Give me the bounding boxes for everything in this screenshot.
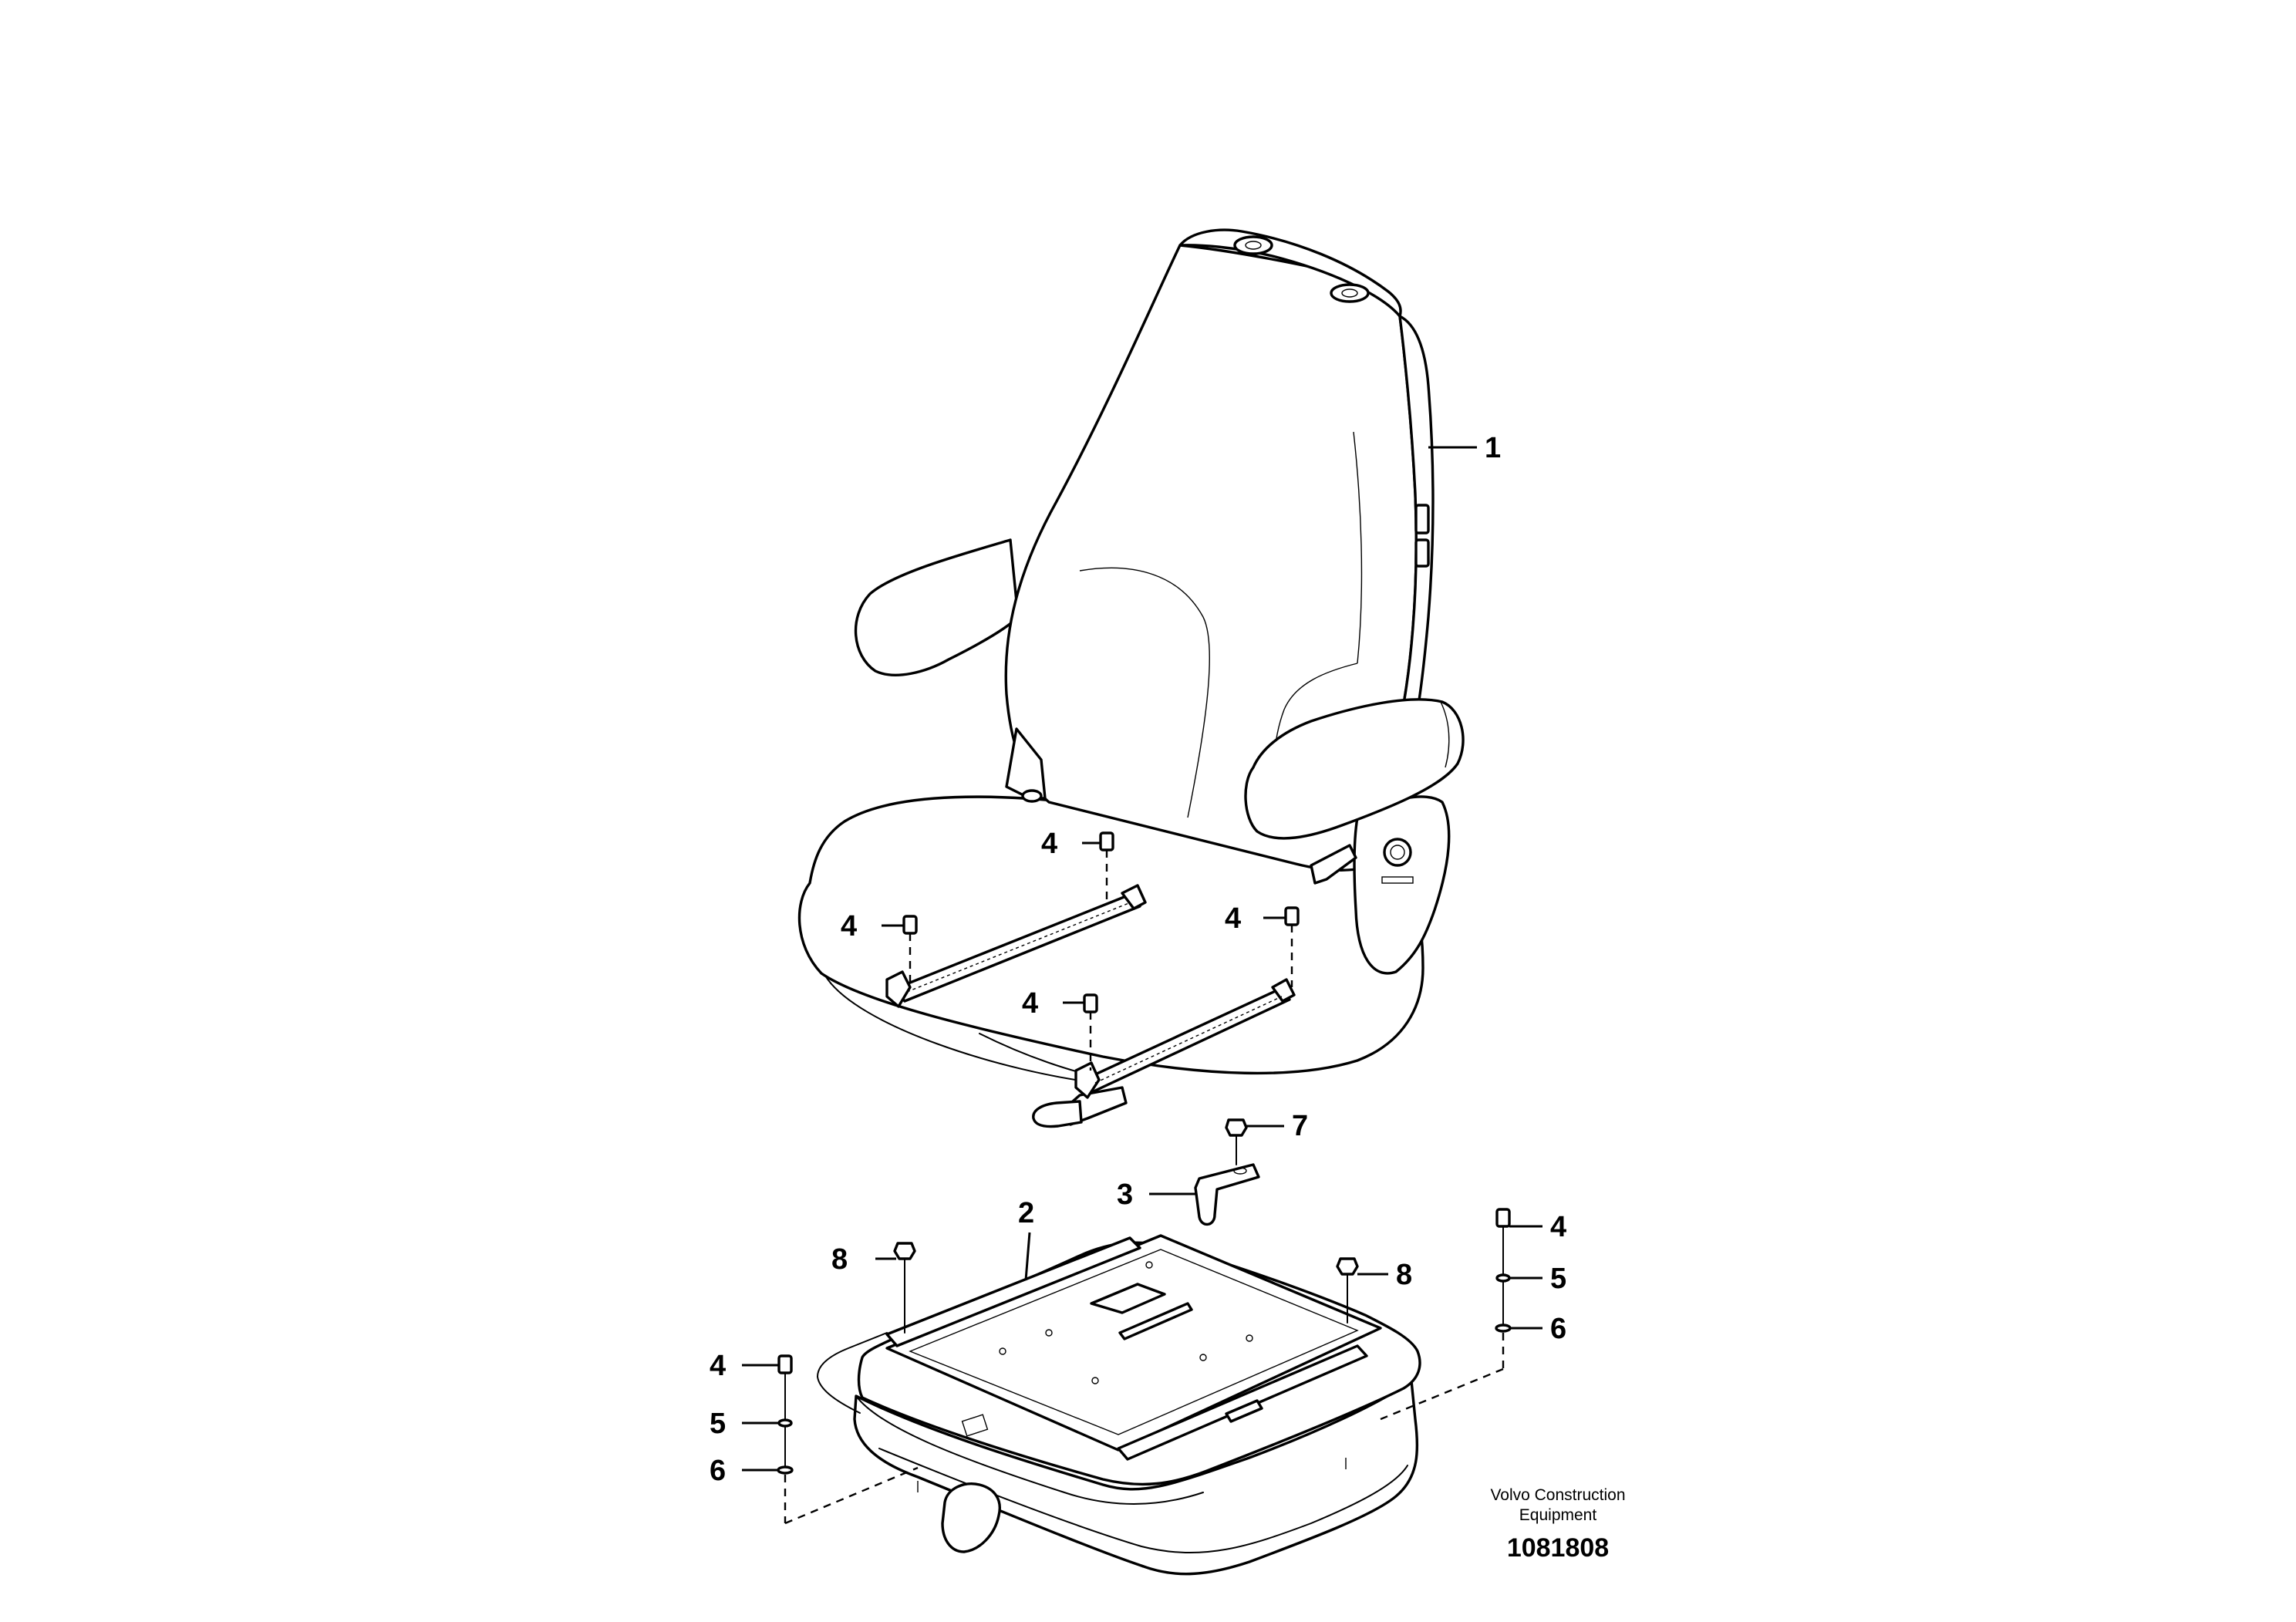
rail-front-bracket (885, 970, 912, 1008)
plate-hole (1091, 1377, 1099, 1384)
callout-5: 5 (1550, 1263, 1566, 1295)
callout-6: 6 (1550, 1313, 1566, 1345)
callout-6: 6 (710, 1455, 726, 1487)
plate-slot (1118, 1302, 1193, 1340)
plate-hole (999, 1347, 1006, 1355)
recline-switch-top (1414, 504, 1430, 534)
right-armrest-end (1440, 701, 1450, 768)
rail-rear-bracket (1121, 884, 1147, 910)
brand-line-1: Volvo Construction (1490, 1486, 1625, 1504)
front-tube-top (817, 1332, 888, 1378)
brand-line-2: Equipment (1519, 1506, 1597, 1524)
base-housing (853, 1379, 1419, 1576)
fastener-stack-left (777, 1354, 919, 1525)
stack-ring-left (777, 1465, 794, 1475)
bracket-part-3 (1194, 1163, 1260, 1226)
rail-screw-rear-right (1284, 906, 1300, 926)
left-armrest (854, 538, 1020, 676)
bracket-hole (1233, 1167, 1247, 1175)
leader-2 (1024, 1232, 1031, 1281)
rail-rear-bracket-right (1271, 978, 1296, 1003)
right-armrest (1244, 698, 1465, 840)
seat-side-shell (1353, 795, 1451, 975)
headrest-hole-right (1341, 288, 1358, 298)
fastener-stack-right (1380, 1208, 1512, 1421)
headrest-hole-left (1245, 241, 1262, 250)
callout-5: 5 (710, 1408, 726, 1440)
stack-ring-right (1495, 1324, 1512, 1333)
callout-4: 4 (1225, 902, 1241, 935)
plate-hole (1246, 1334, 1253, 1342)
stack-washer-left (777, 1418, 793, 1428)
rail-front-bracket-right (1074, 1061, 1101, 1099)
callout-4: 4 (1550, 1211, 1566, 1243)
stack-screw-right (1495, 1208, 1511, 1228)
callout-labels: 1 4 4 4 4 7 3 2 8 8 4 5 6 4 5 6 (710, 432, 1566, 1487)
right-slide-rail (1074, 978, 1296, 1099)
callout-7: 7 (1292, 1110, 1308, 1142)
callout-4: 4 (841, 910, 857, 943)
base-screw-left (893, 1242, 916, 1260)
callout-4: 4 (710, 1350, 726, 1382)
callout-4: 4 (1022, 987, 1038, 1020)
plate-hole (1045, 1329, 1053, 1337)
plate-cutout (1090, 1283, 1166, 1314)
warning-label (961, 1414, 989, 1437)
rail-screw-rear-left (1099, 831, 1114, 851)
front-tube-bottom (817, 1376, 861, 1414)
backrest-seam (1353, 431, 1363, 664)
top-plate-inner (909, 1249, 1359, 1435)
suspension-base (817, 1234, 1421, 1576)
callout-4: 4 (1041, 828, 1057, 860)
stack-dash-to-base-left (784, 1466, 919, 1525)
base-left-rail (885, 1236, 1141, 1347)
callout-3: 3 (1117, 1179, 1133, 1211)
plate-hole (1145, 1261, 1153, 1269)
housing-upper-seam (855, 1395, 1204, 1505)
height-knob (941, 1482, 1001, 1553)
callout-1: 1 (1485, 432, 1501, 464)
rail-screw-front-left (902, 915, 918, 935)
stack-washer-right (1495, 1273, 1511, 1283)
seat-assembly (797, 228, 1465, 1128)
footer-block: Volvo Construction Equipment 1081808 (1490, 1486, 1625, 1563)
callout-8: 8 (831, 1243, 848, 1276)
base-right-rail (1117, 1344, 1368, 1461)
rail-screw-front-right (1083, 993, 1098, 1013)
callout-8: 8 (1396, 1259, 1412, 1291)
recline-switch-bottom (1414, 538, 1430, 568)
base-screws (893, 1242, 1359, 1334)
base-screw-right (1336, 1257, 1359, 1276)
seat-lever (1310, 844, 1357, 885)
rail-screws (902, 831, 1300, 1071)
document-number: 1081808 (1507, 1533, 1609, 1563)
plate-hole (1199, 1354, 1207, 1361)
stack-screw-left (777, 1354, 793, 1374)
adjustment-knob-center (1390, 845, 1405, 860)
leader-lines (742, 446, 1542, 1472)
side-label-plate (1381, 876, 1414, 884)
headrest-socket-right (1330, 283, 1370, 303)
rail-lock-handle (1225, 1399, 1263, 1423)
cushion-underside (824, 975, 1104, 1084)
headrest-socket-left (1233, 235, 1273, 255)
slide-handle-grip (1032, 1100, 1083, 1128)
callout-2: 2 (1018, 1197, 1034, 1229)
backrest-pivot (1021, 789, 1043, 803)
left-slide-rail (885, 884, 1147, 1008)
screw-part-7 (1225, 1118, 1248, 1165)
backrest-contour-left (1079, 567, 1210, 818)
adjustment-knob (1383, 838, 1412, 867)
